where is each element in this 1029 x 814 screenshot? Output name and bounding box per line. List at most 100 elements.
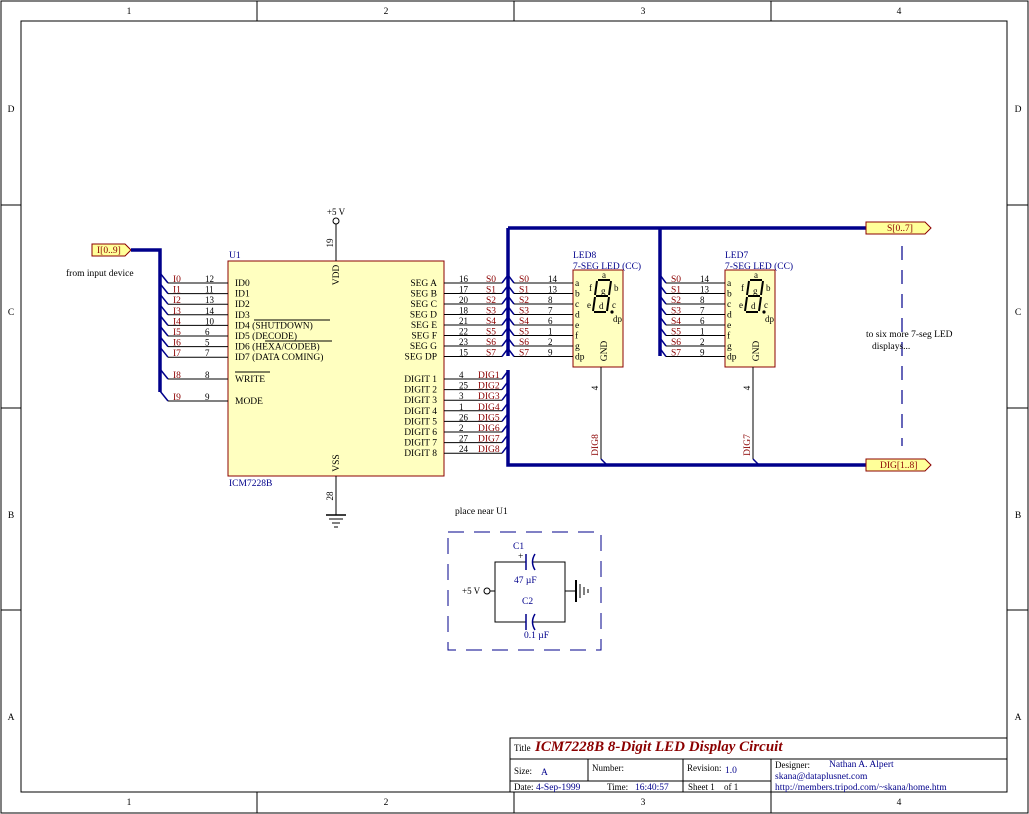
u1-input-net-label: I4	[173, 317, 181, 327]
u1-input-net-label: I5	[173, 328, 181, 338]
u1-digit-pin-name: DIGIT 7	[404, 439, 437, 449]
u1-input-pin-name: ID1	[235, 290, 250, 300]
u1-input-pin-number: 11	[205, 285, 214, 295]
u1-input-net-label: I7	[173, 349, 181, 359]
u1-seg-net-label: S3	[486, 307, 496, 317]
led7-seg-net-label: S3	[671, 307, 681, 317]
title-label: Title	[514, 743, 531, 753]
u1-input-pin-name: ID7 (DATA COMING)	[235, 352, 323, 363]
led8-seg-pin-name: c	[575, 300, 579, 310]
u1-input-pin-name: ID0	[235, 279, 250, 289]
designer-url: http://members.tripod.com/~skana/home.ht…	[775, 783, 947, 793]
u1-input-pin-name: ID3	[235, 311, 250, 321]
row-label-right-B: B	[1015, 511, 1021, 521]
six-more-note-line1: to six more 7-seg LED	[866, 330, 953, 340]
led8-seg-pin-name: f	[575, 331, 579, 342]
led7-seg-pin-number: 9	[700, 348, 705, 358]
led7-glyph-label-d: d	[751, 301, 756, 311]
led7-seg-pin-name: a	[727, 279, 732, 289]
led7-segment-dp	[762, 310, 766, 314]
led8-seg-pin-name: e	[575, 321, 579, 331]
c2-value: 0.1 µF	[524, 631, 549, 641]
u1-digit-net-label: DIG6	[478, 424, 500, 434]
led7-segment-b	[760, 280, 764, 296]
led8-seg-pin-number: 1	[548, 327, 553, 337]
bus-entry	[159, 325, 169, 337]
row-label-right-A: A	[1015, 713, 1022, 723]
led7-body	[724, 269, 776, 368]
led8-seg-pin-number: 9	[548, 348, 553, 358]
led8-seg-net-label: S3	[519, 307, 529, 317]
vdd-pin-number: 19	[325, 238, 335, 248]
u1-digit-net-label: DIG4	[478, 403, 500, 413]
bus-entry	[659, 327, 667, 336]
u1-seg-net-label: S6	[486, 338, 496, 348]
c1-designator: C1	[513, 542, 524, 552]
led7-glyph-label-c: c	[764, 300, 768, 310]
u1-input-pin-number: 13	[205, 295, 215, 305]
led8-glyph-label-a: a	[602, 270, 606, 280]
led7-seg-pin-name: dp	[727, 353, 737, 363]
u1-body	[227, 260, 445, 477]
led7-seg-pin-name: b	[727, 290, 732, 300]
bus-entry	[159, 304, 169, 316]
led8-part: 7-SEG LED (CC)	[573, 261, 641, 272]
u1-digit-pin-name: DIGIT 2	[404, 386, 437, 396]
led8-seg-pin-number: 2	[548, 337, 553, 347]
u1-digit-net-label: DIG7	[478, 435, 500, 445]
u1-seg-pin-number: 16	[459, 274, 469, 284]
u1-digit-net-label: DIG5	[478, 413, 500, 423]
led7-glyph-label-dp: dp	[765, 314, 775, 324]
u1-seg-pin-number: 17	[459, 285, 469, 295]
from-input-note: from input device	[66, 268, 134, 279]
led7-designator: LED7	[725, 251, 748, 261]
revision-label: Revision:	[687, 763, 722, 773]
led7-seg-pin-name: g	[727, 342, 732, 352]
bus-entry	[507, 274, 515, 284]
u1-seg-pin-number: 21	[459, 316, 468, 326]
led7-seg-net-label: S2	[671, 296, 681, 306]
u1-digit-pin-name: DIGIT 6	[404, 428, 437, 438]
input-port	[91, 243, 132, 257]
time-value: 16:40:57	[635, 783, 669, 793]
led8-seg-pin-number: 14	[548, 274, 558, 284]
seg-bus-port-label: S[0..7]	[887, 224, 913, 234]
led8-body	[572, 269, 624, 368]
bus-entry	[659, 316, 667, 326]
led8-glyph-label-c: c	[612, 300, 616, 310]
col-label-top-2: 2	[384, 7, 389, 17]
led7-glyph-label-a: a	[754, 270, 758, 280]
led7-segment-f	[746, 280, 750, 296]
bus-entry	[659, 295, 667, 305]
led7-seg-net-label: S1	[671, 286, 681, 296]
vss-pin-name: VSS	[332, 454, 342, 471]
led8-gnd-name: GND	[600, 341, 610, 362]
u1-digit-net-label: DIG2	[478, 382, 500, 392]
led8-glyph-label-g: g	[601, 286, 606, 296]
led8-seg-net-label: S7	[519, 349, 529, 359]
size-label: Size:	[514, 766, 532, 776]
led7-seg-net-label: S5	[671, 328, 681, 338]
number-label: Number:	[592, 763, 624, 773]
bus-entry	[507, 316, 515, 326]
led7-seg-net-label: S4	[671, 317, 681, 327]
led8-gnd-pin-number: 4	[590, 385, 600, 390]
led7-glyph-label-g: g	[753, 286, 758, 296]
u1-seg-pin-name: SEG A	[410, 279, 437, 289]
led8-segment-c	[606, 296, 610, 312]
u1-seg-pin-number: 23	[459, 337, 469, 347]
row-label-right-C: C	[1015, 308, 1021, 318]
led7-segment-e	[744, 296, 748, 312]
u1-input-pin-number: 10	[205, 316, 215, 326]
col-label-bottom-3: 3	[641, 798, 646, 808]
led8-seg-pin-number: 13	[548, 285, 558, 295]
led8-seg-net-label: S2	[519, 296, 529, 306]
led8-segment-dp	[610, 310, 614, 314]
led8-seg-pin-name: d	[575, 311, 580, 321]
u1-seg-net-label: S5	[486, 328, 496, 338]
vdd-pin-name: VDD	[332, 265, 342, 286]
